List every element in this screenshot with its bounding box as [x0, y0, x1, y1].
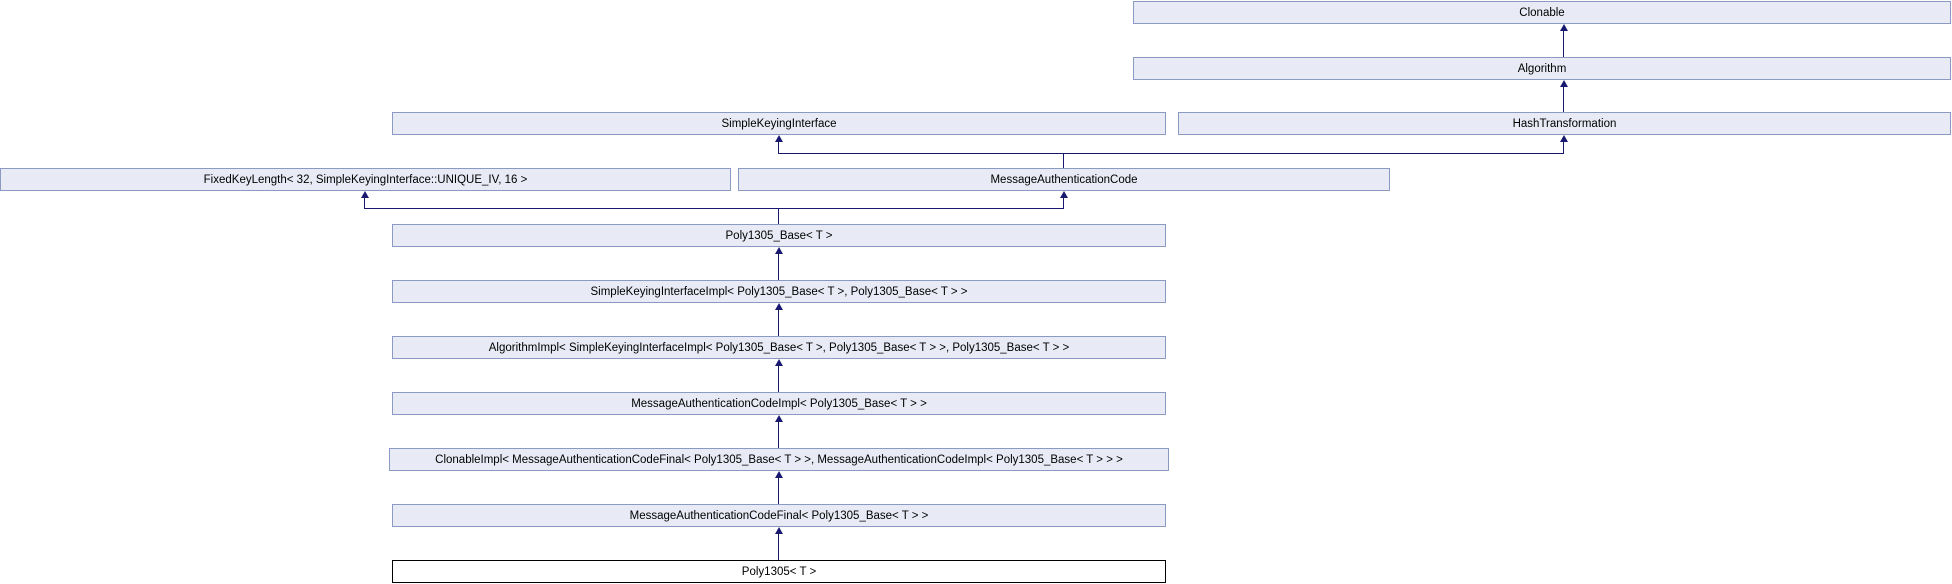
class-node-poly1305-base[interactable]: Poly1305_Base< T > — [392, 224, 1166, 247]
arrowhead-clonable-impl-to-mac-impl — [775, 415, 783, 422]
class-node-algorithm[interactable]: Algorithm — [1133, 57, 1951, 80]
arrowhead-mac-impl-to-algorithm-impl — [775, 359, 783, 366]
edge-clonable-impl-to-mac-impl — [778, 421, 779, 448]
edge-poly1305-base-to-fixed-key-length — [364, 197, 365, 209]
arrowhead-poly1305-base-to-mac — [1060, 191, 1068, 198]
arrowhead-algorithm-to-clonable — [1560, 24, 1568, 31]
arrowhead-ski-impl-to-poly1305-base — [775, 247, 783, 254]
class-node-message-authentication-code-impl[interactable]: MessageAuthenticationCodeImpl< Poly1305_… — [392, 392, 1166, 415]
edge-mac-parents-elbow — [778, 153, 1564, 154]
edge-mac-impl-to-algorithm-impl — [778, 365, 779, 392]
arrowhead-algorithm-impl-to-ski-impl — [775, 303, 783, 310]
arrowhead-poly1305-base-to-fixed-key-length — [361, 191, 369, 198]
class-node-simple-keying-interface-impl[interactable]: SimpleKeyingInterfaceImpl< Poly1305_Base… — [392, 280, 1166, 303]
class-node-algorithm-impl[interactable]: AlgorithmImpl< SimpleKeyingInterfaceImpl… — [392, 336, 1166, 359]
edge-poly1305-base-parents-elbow — [364, 208, 1064, 209]
edge-ski-impl-to-poly1305-base — [778, 253, 779, 280]
class-node-hash-transformation[interactable]: HashTransformation — [1178, 112, 1951, 135]
arrowhead-mac-final-to-clonable-impl — [775, 471, 783, 478]
edge-algorithm-impl-to-ski-impl — [778, 309, 779, 336]
edge-poly1305-to-mac-final — [778, 533, 779, 560]
edge-mac-to-simple-keying-interface — [778, 141, 779, 154]
class-node-simple-keying-interface[interactable]: SimpleKeyingInterface — [392, 112, 1166, 135]
class-node-clonable[interactable]: Clonable — [1133, 1, 1951, 24]
arrowhead-hash-transformation-to-algorithm — [1560, 80, 1568, 87]
edge-poly1305-base-to-mac — [1063, 197, 1064, 209]
class-node-poly1305-current: Poly1305< T > — [392, 560, 1166, 583]
class-node-clonable-impl[interactable]: ClonableImpl< MessageAuthenticationCodeF… — [389, 448, 1169, 471]
edge-mac-final-to-clonable-impl — [778, 477, 779, 504]
class-node-message-authentication-code-final[interactable]: MessageAuthenticationCodeFinal< Poly1305… — [392, 504, 1166, 527]
class-node-message-authentication-code[interactable]: MessageAuthenticationCode — [738, 168, 1390, 191]
arrowhead-mac-to-simple-keying-interface — [775, 135, 783, 142]
edge-mac-top-stub — [1063, 153, 1064, 168]
arrowhead-mac-to-hash-transformation — [1560, 135, 1568, 142]
edge-hash-transformation-to-algorithm — [1563, 86, 1564, 112]
edge-algorithm-to-clonable — [1563, 30, 1564, 57]
arrowhead-poly1305-to-mac-final — [775, 527, 783, 534]
edge-mac-to-hash-transformation — [1563, 141, 1564, 154]
class-node-fixed-key-length[interactable]: FixedKeyLength< 32, SimpleKeyingInterfac… — [0, 168, 731, 191]
edge-poly1305-base-top-stub — [778, 208, 779, 224]
